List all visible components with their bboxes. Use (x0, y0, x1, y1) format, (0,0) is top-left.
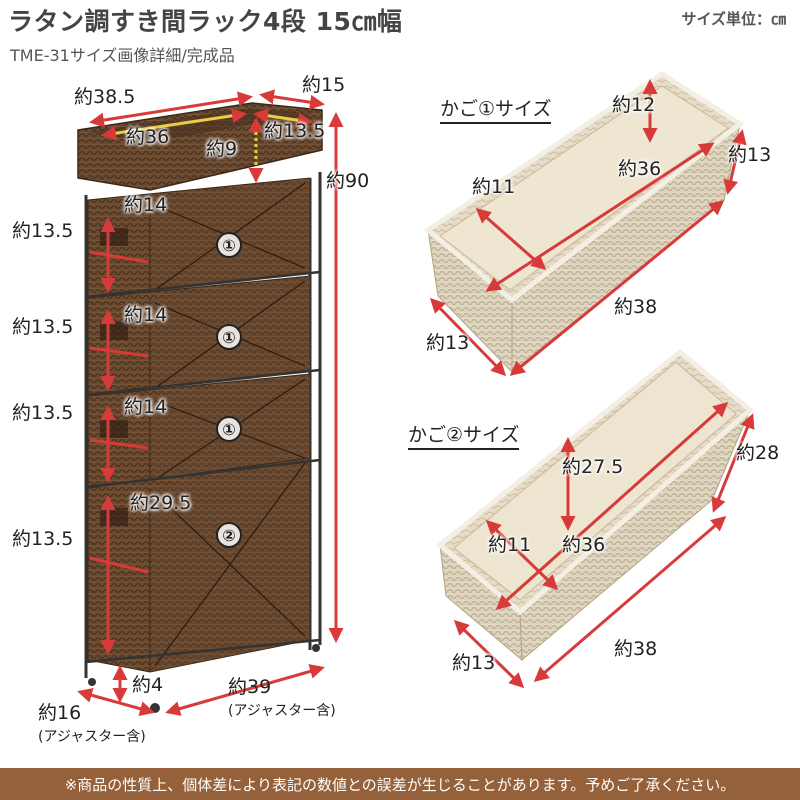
basket2-outer-height-label: 約28 (736, 442, 780, 464)
drawer2-height-label: 約13.5 (12, 316, 74, 338)
drawer2-depth-label: 約14 (124, 304, 168, 326)
basket2-outer-width-label: 約13 (452, 652, 496, 674)
basket1-outer-width-label: 約13 (426, 332, 470, 354)
basket1-inner-length-label: 約36 (618, 158, 662, 180)
basket2-inner-width-label: 約11 (488, 534, 532, 556)
rack-depth-top-label: 約15 (302, 74, 346, 96)
base-depth-note: (アジャスター含) (38, 729, 146, 745)
basket1-outer-length-label: 約38 (614, 296, 658, 318)
base-depth-label: 約16 (38, 702, 82, 724)
disclaimer-text: ※商品の性質上、個体差により表記の数値との誤差が生じることがあります。予めご了承… (64, 775, 736, 794)
leg-height-label: 約4 (132, 674, 164, 696)
rack-width-outer-label: 約38.5 (74, 86, 136, 108)
drawer3-depth-label: 約14 (124, 396, 168, 418)
rack-depth-inner-label: 約13.5 (264, 120, 326, 142)
drawer-badge-1: ① (216, 232, 242, 258)
drawer3-height-label: 約13.5 (12, 402, 74, 424)
page-title: ラタン調すき間ラック4段 15㎝幅 (8, 7, 403, 36)
unit-label: サイズ単位：㎝ (681, 10, 786, 28)
drawer1-height-label: 約13.5 (12, 220, 74, 242)
basket2-outer-length-label: 約38 (614, 638, 658, 660)
basket2-illustration (436, 348, 754, 662)
rack-illustration (77, 102, 323, 713)
basket2-dimension-arrows (453, 401, 755, 689)
base-width-note: (アジャスター含) (228, 703, 336, 719)
drawer4-depth-label: 約29.5 (130, 492, 192, 514)
basket2-inner-height-label: 約27.5 (562, 456, 624, 478)
rack-width-inner-label: 約36 (126, 126, 170, 148)
rack-top-height-label: 約9 (206, 138, 238, 160)
drawer-badge-3: ① (216, 416, 242, 442)
drawer4-height-label: 約13.5 (12, 528, 74, 550)
basket2-heading: かご②サイズ (408, 426, 520, 450)
basket1-dimension-arrows (429, 79, 747, 377)
rack-total-height-label: 約90 (326, 170, 370, 192)
basket1-outer-height-label: 約13 (728, 144, 772, 166)
disclaimer-footer: ※商品の性質上、個体差により表記の数値との誤差が生じることがあります。予めご了承… (0, 768, 800, 800)
basket1-heading: かご①サイズ (440, 100, 552, 124)
basket1-inner-height-label: 約12 (612, 94, 656, 116)
page-subtitle: TME-31サイズ画像詳細/完成品 (10, 46, 235, 65)
base-width-label: 約39 (228, 676, 272, 698)
drawer1-depth-label: 約14 (124, 194, 168, 216)
drawer-badge-4: ② (216, 522, 242, 548)
basket2-inner-length-label: 約36 (562, 534, 606, 556)
drawer-badge-2: ① (216, 324, 242, 350)
basket1-inner-width-label: 約11 (472, 176, 516, 198)
rack-dimension-arrows (77, 89, 344, 717)
